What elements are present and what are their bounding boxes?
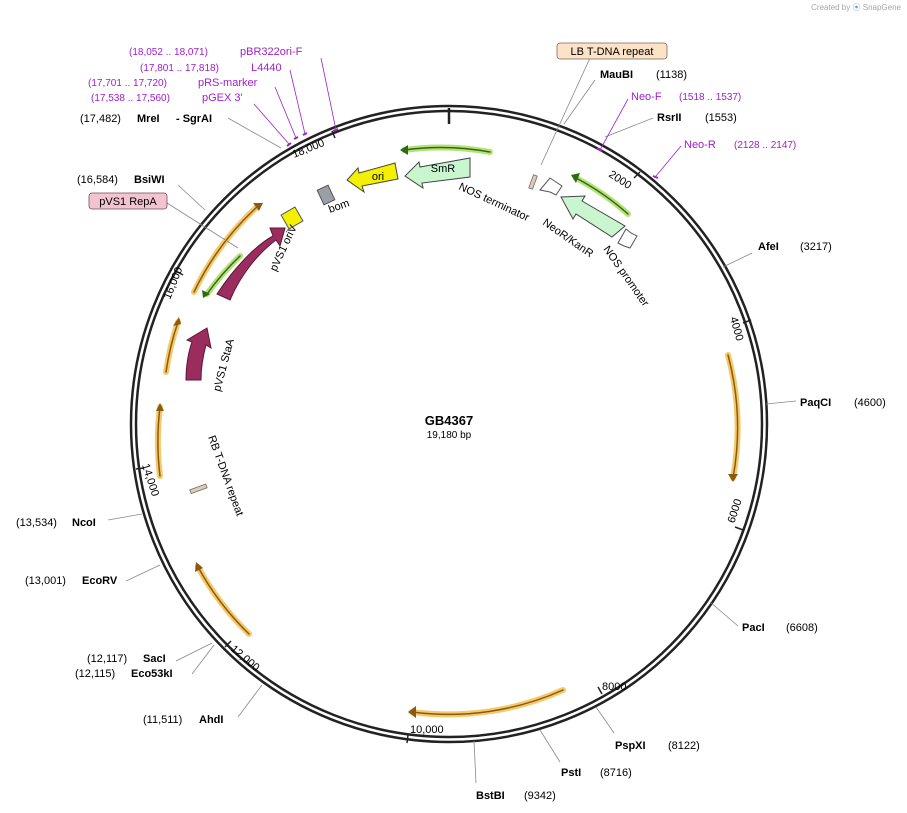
- enzyme-name: PaqCI: [800, 397, 831, 409]
- rb-repeat-mark: [189, 483, 208, 495]
- ori-feature: ori: [346, 162, 399, 194]
- backbone-outer-ring: [129, 104, 769, 744]
- enzyme-position: (8122): [668, 740, 700, 752]
- primer-position: (18,052 .. 18,071): [129, 47, 208, 58]
- plasmid-name: GB4367: [425, 413, 473, 428]
- pvs1-repa-label: pVS1 RepA: [99, 196, 157, 208]
- smr-feature: SmR: [404, 157, 471, 190]
- neor-label: NeoR/KanR: [540, 217, 595, 261]
- nos-promoter-label: NOS promoter: [601, 244, 652, 309]
- primer-leaders: [253, 57, 682, 177]
- enzyme-position: (16,584): [77, 174, 118, 186]
- tick-label: 6000: [726, 498, 745, 525]
- enzyme-position: (11,511): [143, 714, 182, 726]
- enzyme-leaders: [107, 79, 797, 784]
- rb-repeat-label: RB T-DNA repeat: [205, 434, 245, 518]
- primer-name: pGEX 3': [202, 92, 243, 104]
- enzyme-name: PacI: [742, 622, 765, 634]
- enzyme-position: (13,534): [16, 517, 57, 529]
- enzyme-position: (12,117): [87, 653, 127, 665]
- enzyme-position: (6608): [786, 622, 818, 634]
- ori-label: ori: [372, 171, 384, 183]
- primer-marks: [286, 128, 659, 179]
- enzyme-name: PspXI: [615, 740, 646, 752]
- snapgene-logo-icon: ⦿: [852, 3, 861, 12]
- lb-repeat-leader: [540, 57, 591, 166]
- enzyme-name: MauBI: [600, 69, 633, 81]
- smr-label: SmR: [431, 163, 456, 175]
- credit-brand: SnapGene: [862, 3, 901, 12]
- nos-terminator-label: NOS terminator: [457, 181, 532, 224]
- enzyme-position: (1553): [705, 112, 737, 124]
- primer-labels: Neo-F (1518 .. 1537) Neo-R (2128 .. 2147…: [88, 46, 796, 151]
- enzyme-name: AhdI: [199, 714, 223, 726]
- lb-repeat-box: [556, 42, 668, 60]
- tick-label: 4000: [727, 316, 745, 343]
- tick-marks: [135, 130, 752, 744]
- enzyme-name: AfeI: [758, 241, 779, 253]
- nos-terminator-mark: [528, 174, 538, 190]
- plasmid-length: 19,180 bp: [427, 430, 472, 441]
- primer-name: pBR322ori-F: [240, 46, 303, 58]
- enzyme-name: EcoRV: [82, 575, 118, 587]
- primer-position: (17,701 .. 17,720): [88, 78, 167, 89]
- enzyme-position: (9342): [524, 790, 556, 802]
- enzyme-position: (3217): [800, 241, 832, 253]
- tick-label: 2000: [606, 168, 633, 191]
- enzyme-name: BsiWI: [134, 174, 165, 186]
- enzyme-name: Eco53kI: [131, 668, 173, 680]
- enzyme-name: SacI: [143, 653, 166, 665]
- orf-arrowheads: [156, 203, 738, 718]
- enzyme-name: RsrII: [657, 112, 681, 124]
- enzyme-name: PstI: [561, 767, 581, 779]
- enzyme-position: (12,115): [75, 668, 115, 680]
- primer-position: (17,801 .. 17,818): [140, 63, 219, 74]
- primer-name: Neo-F: [631, 91, 662, 103]
- lb-repeat-label: LB T-DNA repeat: [571, 46, 654, 58]
- pvs1-staa-label: pVS1 StaA: [211, 337, 237, 393]
- enzyme-name: - SgrAI: [176, 113, 212, 125]
- tick-label: 10,000: [410, 724, 444, 736]
- enzyme-position: (4600): [854, 397, 886, 409]
- enzyme-position: (1138): [656, 69, 687, 81]
- credit-prefix: Created by: [811, 3, 851, 12]
- pvs1-repa-box: [88, 192, 168, 210]
- primer-name: L4440: [251, 62, 282, 74]
- enzyme-position: (13,001): [25, 575, 66, 587]
- pvs1-repa-leader: [166, 202, 239, 249]
- green-arrowheads: [202, 145, 580, 298]
- tick-label: 18,000: [291, 137, 327, 161]
- bom-feature: bom: [316, 184, 351, 216]
- enzyme-labels: MauBI (1138) RsrII (1553) AfeI (3217) Pa…: [16, 69, 886, 802]
- enzyme-position: (17,482): [80, 113, 121, 125]
- enzyme-name: BstBI: [476, 790, 505, 802]
- nos-promoter-arrow: [617, 228, 638, 249]
- pvs1-repa-arrow: [216, 227, 286, 301]
- enzyme-name: MreI: [137, 113, 160, 125]
- orf-arcs: [154, 203, 741, 718]
- pvs1-staa-arrow: [185, 327, 212, 381]
- promoter-arrow-small: [539, 177, 563, 196]
- tick-label: 8000: [602, 681, 626, 693]
- primer-position: (1518 .. 1537): [679, 92, 741, 103]
- snapgene-credit: Created by ⦿ SnapGene: [811, 2, 901, 13]
- primer-name: pRS-marker: [198, 77, 258, 89]
- enzyme-name: NcoI: [72, 517, 96, 529]
- primer-position: (2128 .. 2147): [734, 140, 796, 151]
- enzyme-position: (8716): [600, 767, 632, 779]
- primer-position: (17,538 .. 17,560): [91, 93, 170, 104]
- primer-name: Neo-R: [684, 139, 716, 151]
